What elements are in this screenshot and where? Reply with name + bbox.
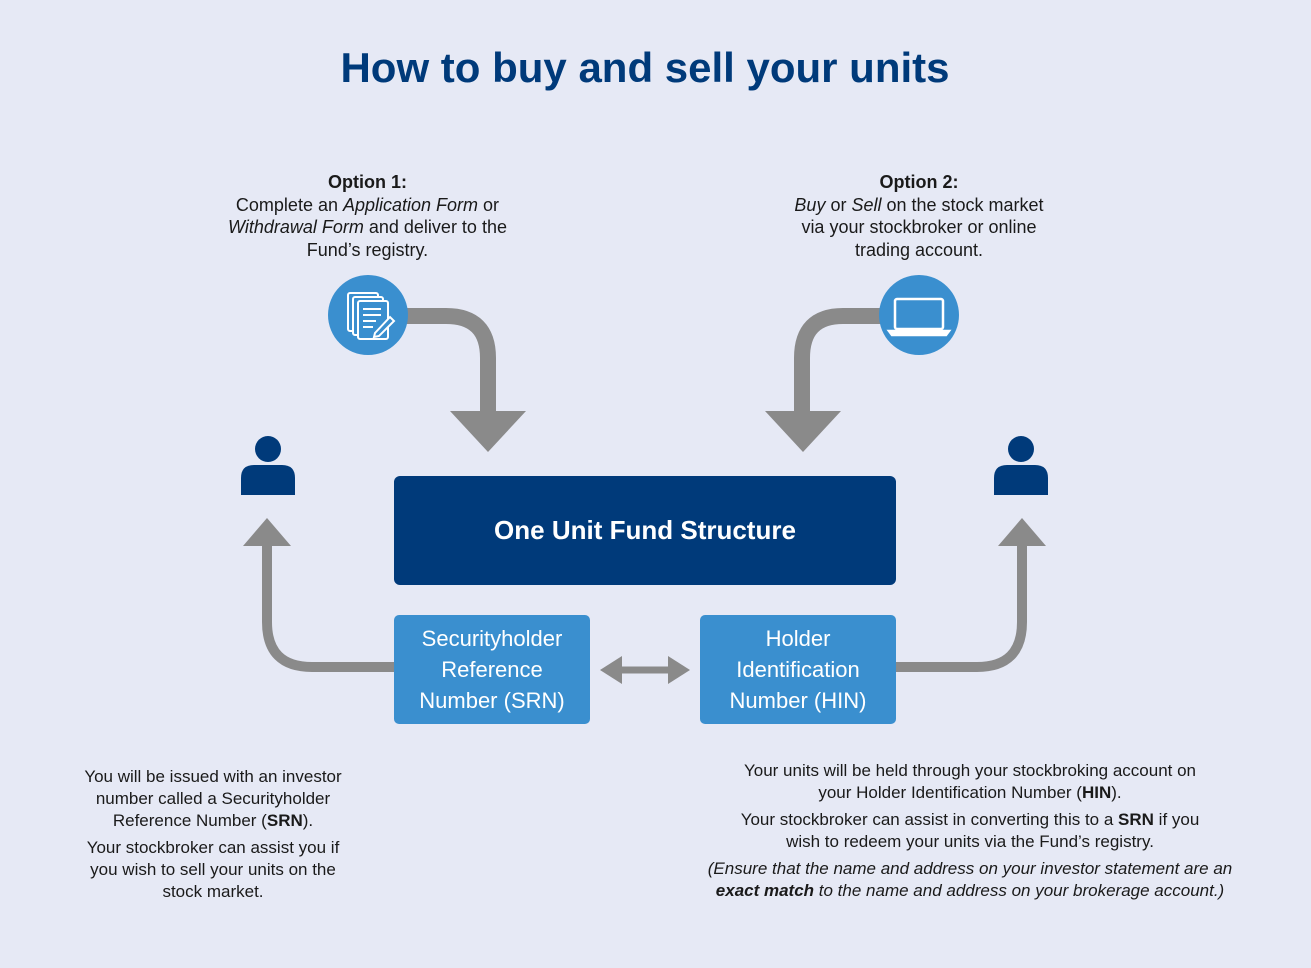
hin-box: Holder Identification Number (HIN) xyxy=(700,615,896,724)
investor-person-icon xyxy=(240,435,298,497)
option-1-arrowhead xyxy=(450,411,526,452)
note-line: wish to redeem your units via the Fund’s… xyxy=(786,832,1154,851)
note-line: ). xyxy=(302,811,314,830)
application-form-term: Application Form xyxy=(342,194,479,215)
note-line: ). xyxy=(1111,783,1122,802)
option-1-arrow xyxy=(405,308,496,418)
option-1-heading: Option 1: xyxy=(328,172,407,192)
option-2-line1-post: on the stock market xyxy=(881,194,1044,215)
fund-structure-box: One Unit Fund Structure xyxy=(394,476,896,585)
option-2-heading: Option 2: xyxy=(879,172,959,192)
srn-to-person-arrow xyxy=(262,540,394,672)
note-line: (Ensure that the name and address on you… xyxy=(707,859,1233,878)
hin-to-person-arrowhead xyxy=(998,518,1046,546)
srn-hin-arrowhead-left xyxy=(600,656,622,684)
note-line: You will be issued with an investor xyxy=(84,767,342,786)
hin-line: Identification xyxy=(736,657,860,682)
withdrawal-form-term: Withdrawal Form xyxy=(228,217,364,237)
note-line: your Holder Identification Number ( xyxy=(818,783,1082,802)
srn-term: SRN xyxy=(266,811,303,830)
option-1-line1-pre: Complete an xyxy=(235,194,343,215)
note-line: if you xyxy=(1153,810,1200,829)
srn-to-person-arrowhead xyxy=(243,518,291,546)
buy-term: Buy xyxy=(794,194,826,215)
option-2-arrowhead xyxy=(765,411,841,452)
note-line: Your units will be held through your sto… xyxy=(743,761,1197,780)
srn-line: Reference xyxy=(441,657,543,682)
note-line: number called a Securityholder xyxy=(95,789,331,808)
note-line: you wish to sell your units on the xyxy=(90,860,336,879)
note-line: Your stockbroker can assist you if xyxy=(86,838,340,857)
note-line: stock market. xyxy=(162,882,264,901)
srn-box: Securityholder Reference Number (SRN) xyxy=(394,615,590,724)
laptop-icon xyxy=(879,275,959,355)
option-2-text: Option 2: Buy or Sell on the stock marke… xyxy=(760,171,1078,261)
sell-term: Sell xyxy=(851,194,882,215)
option-1-line2-post: and deliver to the xyxy=(363,217,507,237)
document-form-icon xyxy=(328,275,408,355)
option-1-line1-post: or xyxy=(478,194,500,215)
srn-hin-arrowhead-right xyxy=(668,656,690,684)
hin-term: HIN xyxy=(1081,783,1112,802)
hin-to-person-arrow xyxy=(896,540,1027,672)
srn-line: Number (SRN) xyxy=(419,688,565,713)
option-2-line2: via your stockbroker or online xyxy=(801,217,1037,237)
option-2-line3: trading account. xyxy=(854,239,984,260)
option-1-line3: Fund’s registry. xyxy=(306,239,429,260)
hin-line: Number (HIN) xyxy=(729,688,867,713)
srn-note: You will be issued with an investor numb… xyxy=(55,766,371,908)
hin-line: Holder xyxy=(765,626,831,651)
note-line: to the name and address on your brokerag… xyxy=(814,881,1225,900)
srn-line: Securityholder xyxy=(421,626,563,651)
hin-note: Your units will be held through your sto… xyxy=(660,760,1280,907)
note-line: Reference Number ( xyxy=(112,811,267,830)
exact-match-term: exact match xyxy=(715,881,815,900)
investor-person-icon xyxy=(993,435,1051,497)
option-2-line1-mid: or xyxy=(825,194,852,215)
option-2-arrow xyxy=(794,308,881,418)
note-line: Your stockbroker can assist in convertin… xyxy=(740,810,1119,829)
page-title: How to buy and sell your units xyxy=(340,44,950,91)
option-1-text: Option 1: Complete an Application Form o… xyxy=(200,171,535,261)
srn-term: SRN xyxy=(1118,810,1154,829)
